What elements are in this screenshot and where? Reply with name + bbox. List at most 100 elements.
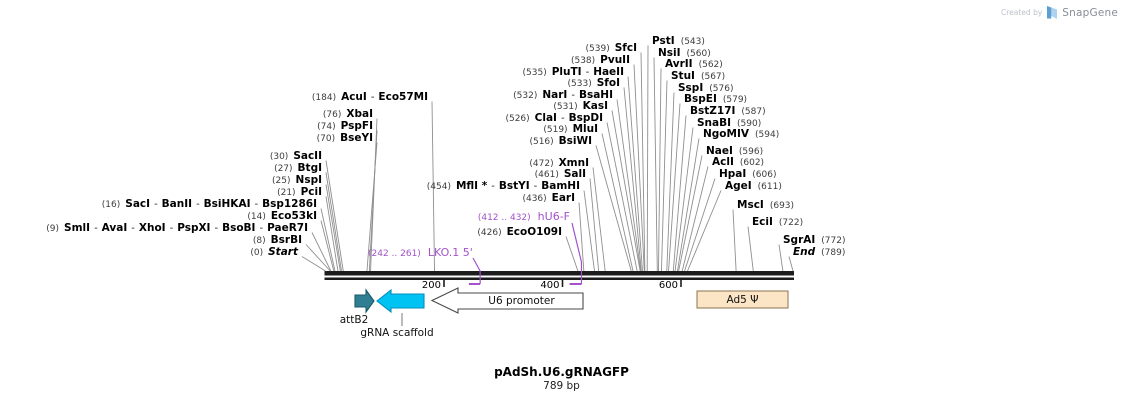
enzyme-name: AgeI bbox=[725, 179, 752, 192]
enzyme-name: SalI bbox=[563, 167, 586, 180]
enzyme-position: (567) bbox=[700, 71, 726, 82]
enzyme-label-BtgI[interactable]: (27)BtgI bbox=[274, 162, 322, 176]
enzyme-label-BseYI[interactable]: (70)BseYI bbox=[317, 132, 373, 146]
enzyme-label-KasI[interactable]: (531)KasI bbox=[553, 100, 608, 114]
watermark-created-by-text: Created by bbox=[1001, 8, 1043, 17]
enzyme-position: (560) bbox=[686, 48, 711, 59]
enzyme-label-BspEI[interactable]: BspEI (579) bbox=[684, 93, 747, 107]
name-separator: - bbox=[196, 198, 200, 210]
enzyme-label-BsrBI[interactable]: (8)BsrBI bbox=[253, 234, 302, 248]
enzyme-label-MluI[interactable]: (519)MluI bbox=[543, 123, 598, 137]
snapgene-flag-icon bbox=[1047, 6, 1058, 19]
enzyme-name: BsoBI bbox=[222, 221, 256, 234]
enzyme-label-EarI[interactable]: (436)EarI bbox=[522, 192, 575, 206]
enzyme-name: SacII bbox=[293, 149, 322, 162]
enzyme-label-BstZ17I[interactable]: BstZ17I(587) bbox=[690, 105, 766, 119]
primer-name: LKO.1 5' bbox=[427, 245, 473, 259]
enzyme-name: SspI bbox=[678, 81, 704, 94]
enzyme-label-PstI[interactable]: PstI(543) bbox=[652, 35, 705, 49]
leader-line bbox=[325, 196, 339, 272]
enzyme-label-StuI[interactable]: StuI(567) bbox=[671, 70, 725, 84]
enzyme-position: (594) bbox=[755, 129, 780, 140]
enzyme-name: BstZ17I bbox=[690, 104, 736, 117]
enzyme-position: (519) bbox=[543, 124, 568, 135]
feature-gRNA-scaffold[interactable] bbox=[376, 288, 425, 314]
feature-label-Ad5-psi[interactable]: Ad5 Ψ bbox=[726, 293, 759, 306]
leader-line bbox=[677, 138, 700, 272]
enzyme-position: (436) bbox=[522, 193, 547, 204]
enzyme-label-SmlI[interactable]: (9)SmlI-AvaI-XhoI-PspXI-BsoBI-PaeR7I bbox=[46, 222, 308, 236]
enzyme-label-PvuII[interactable]: (538)PvuII bbox=[571, 54, 630, 68]
enzyme-name: PaeR7I bbox=[267, 221, 308, 234]
enzyme-label-SalI[interactable]: (461) SalI bbox=[535, 168, 586, 182]
enzyme-label-SfcI[interactable]: (539)SfcI bbox=[586, 42, 637, 56]
name-separator: - bbox=[571, 89, 575, 101]
enzyme-label-AclI[interactable]: AclI(602) bbox=[712, 156, 764, 170]
ruler-tick-label-200: 200 bbox=[421, 280, 441, 291]
leader-line bbox=[678, 155, 703, 272]
leader-line bbox=[623, 87, 642, 272]
enzyme-position: (533) bbox=[567, 78, 592, 89]
leader-line bbox=[601, 133, 634, 272]
enzyme-label-Start[interactable]: (0)Start bbox=[250, 246, 298, 260]
leader-line bbox=[674, 127, 694, 272]
enzyme-position: (21) bbox=[277, 187, 296, 198]
enzyme-name: PspFI bbox=[340, 119, 373, 132]
feature-label-gRNA-scaffold[interactable]: gRNA scaffold bbox=[360, 327, 434, 339]
enzyme-position: (461) bbox=[534, 169, 559, 180]
enzyme-label-SacII[interactable]: (30)SacII bbox=[270, 150, 322, 164]
enzyme-label-AgeI[interactable]: AgeI(611) bbox=[725, 180, 782, 194]
enzyme-label-PspFI[interactable]: (74)PspFI bbox=[317, 120, 373, 134]
enzyme-label-SgrAI[interactable]: SgrAI(772) bbox=[783, 234, 846, 248]
feature-label-attB2[interactable]: attB2 bbox=[339, 314, 369, 326]
enzyme-label-SspI[interactable]: SspI(576) bbox=[678, 82, 733, 96]
leader-line bbox=[653, 57, 658, 272]
primer-label-hU6-F[interactable]: (412 .. 432)hU6-F bbox=[478, 210, 570, 225]
enzyme-label-PciI[interactable]: (21)PciI bbox=[277, 186, 322, 200]
leader-line bbox=[589, 178, 600, 272]
enzyme-label-AvrII[interactable]: AvrII(562) bbox=[665, 58, 723, 72]
feature-label-U6-promoter[interactable]: U6 promoter bbox=[488, 294, 555, 307]
leader-line bbox=[301, 256, 326, 272]
feature-attB2[interactable] bbox=[354, 288, 375, 314]
enzyme-label-NgoMIV[interactable]: NgoMIV(594) bbox=[703, 128, 779, 142]
feature-U6-promoter[interactable] bbox=[430, 287, 584, 314]
enzyme-position: (27) bbox=[274, 163, 293, 174]
feature-Ad5-psi[interactable] bbox=[696, 290, 789, 309]
enzyme-label-NarI[interactable]: (532)NarI-BsaHI bbox=[513, 89, 613, 103]
enzyme-label-ClaI[interactable]: (526)ClaI-BspDI bbox=[505, 112, 603, 126]
enzyme-label-BsiWI[interactable]: (516)BsiWI bbox=[529, 135, 592, 149]
leader-line bbox=[431, 101, 435, 272]
enzyme-label-EciI[interactable]: EciI(722) bbox=[752, 216, 803, 230]
enzyme-name: SacI bbox=[125, 197, 151, 210]
enzyme-label-SacI[interactable]: (16)SacI-BanII-BsiHKAI-Bsp1286I bbox=[102, 198, 317, 212]
enzyme-label-EcoO109I[interactable]: (426)EcoO109I bbox=[477, 226, 562, 240]
enzyme-label-SnaBI[interactable]: SnaBI(590) bbox=[697, 117, 761, 131]
enzyme-name: Start bbox=[268, 245, 298, 258]
enzyme-name: AvaI bbox=[101, 221, 128, 234]
enzyme-label-NsiI[interactable]: NsiI(560) bbox=[658, 47, 711, 61]
enzyme-label-HpaI[interactable]: HpaI(606) bbox=[719, 168, 777, 182]
enzyme-label-NaeI[interactable]: NaeI(596) bbox=[706, 145, 763, 159]
enzyme-label-XmnI[interactable]: (472)XmnI bbox=[529, 157, 589, 171]
enzyme-label-AcuI[interactable]: (184)AcuI-Eco57MI bbox=[312, 91, 428, 105]
enzyme-label-NspI[interactable]: (25)NspI bbox=[272, 174, 322, 188]
enzyme-label-XbaI[interactable]: (76)XbaI bbox=[323, 108, 373, 122]
enzyme-name: BspEI bbox=[684, 92, 717, 105]
enzyme-label-PluTI[interactable]: (535)PluTI-HaeII bbox=[523, 66, 624, 80]
enzyme-label-MflI[interactable]: (454)MflI *-BstYI-BamHI bbox=[427, 180, 580, 194]
leader-line bbox=[320, 208, 336, 272]
enzyme-name: XhoI bbox=[138, 221, 166, 234]
enzyme-name: BsrBI bbox=[270, 233, 302, 246]
primer-label-LKO1-5p[interactable]: (242 .. 261)LKO.1 5' bbox=[368, 246, 473, 261]
name-separator: - bbox=[533, 180, 538, 192]
leader-line bbox=[788, 256, 794, 272]
enzyme-label-Eco53kI[interactable]: (14)Eco53kI bbox=[247, 210, 317, 224]
enzyme-label-SfoI[interactable]: (533)SfoI bbox=[568, 77, 620, 91]
enzyme-label-MscI[interactable]: MscI(693) bbox=[737, 199, 794, 213]
enzyme-name: BstYI bbox=[498, 179, 530, 192]
leader-line bbox=[747, 226, 754, 272]
enzyme-position: (579) bbox=[722, 94, 748, 105]
enzyme-label-End[interactable]: End(789) bbox=[793, 246, 845, 260]
